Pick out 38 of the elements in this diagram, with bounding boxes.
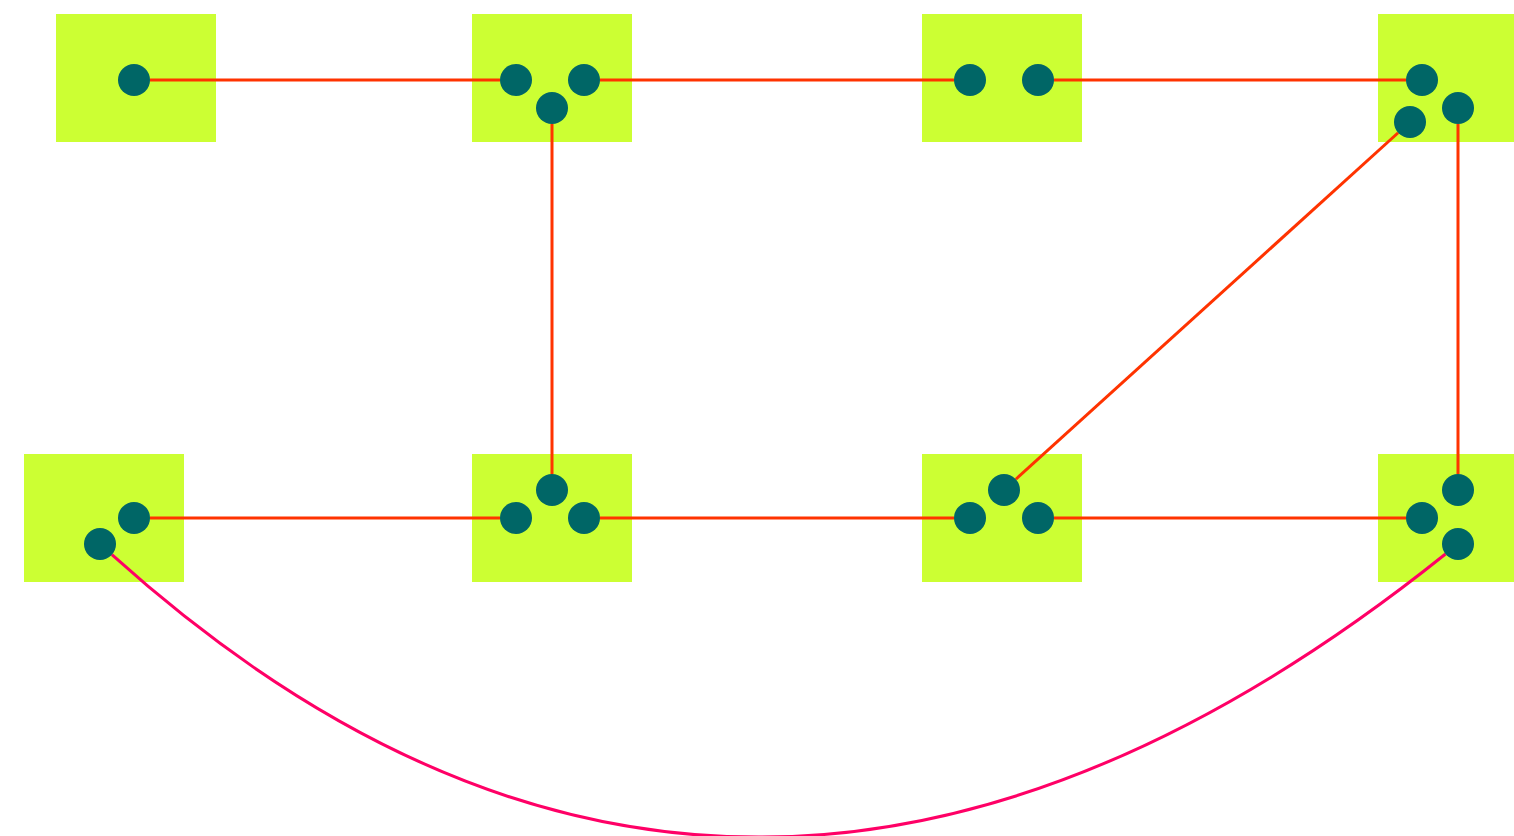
port-dot xyxy=(118,502,150,534)
port-dot xyxy=(1442,528,1474,560)
connector-line xyxy=(150,516,500,520)
port-dot xyxy=(568,502,600,534)
connector-line xyxy=(550,124,554,474)
connector-line xyxy=(600,78,954,82)
node-box xyxy=(1378,14,1514,142)
port-dot xyxy=(84,528,116,560)
port-dot xyxy=(954,64,986,96)
port-dot xyxy=(1406,502,1438,534)
node-box xyxy=(472,14,632,142)
node-box xyxy=(922,14,1082,142)
port-dot xyxy=(988,474,1020,506)
node-box xyxy=(922,454,1082,582)
connector-line xyxy=(1054,516,1406,520)
port-dot xyxy=(1406,64,1438,96)
port-dot xyxy=(1022,64,1054,96)
port-dot xyxy=(500,502,532,534)
port-dot xyxy=(536,92,568,124)
port-dot xyxy=(536,474,568,506)
node-box xyxy=(1378,454,1514,582)
connector-line xyxy=(600,516,954,520)
connector-line xyxy=(1014,131,1400,481)
connector-line xyxy=(1054,78,1406,82)
port-dot xyxy=(500,64,532,96)
port-dot xyxy=(954,502,986,534)
connector-line xyxy=(1456,124,1460,474)
node-box xyxy=(56,14,216,142)
connector-line xyxy=(150,78,500,82)
node-box xyxy=(24,454,184,582)
port-dot xyxy=(118,64,150,96)
port-dot xyxy=(1442,92,1474,124)
port-dot xyxy=(1442,474,1474,506)
node-box xyxy=(472,454,632,582)
connector-line xyxy=(110,552,1447,836)
port-dot xyxy=(568,64,600,96)
port-dot xyxy=(1022,502,1054,534)
port-dot xyxy=(1394,106,1426,138)
